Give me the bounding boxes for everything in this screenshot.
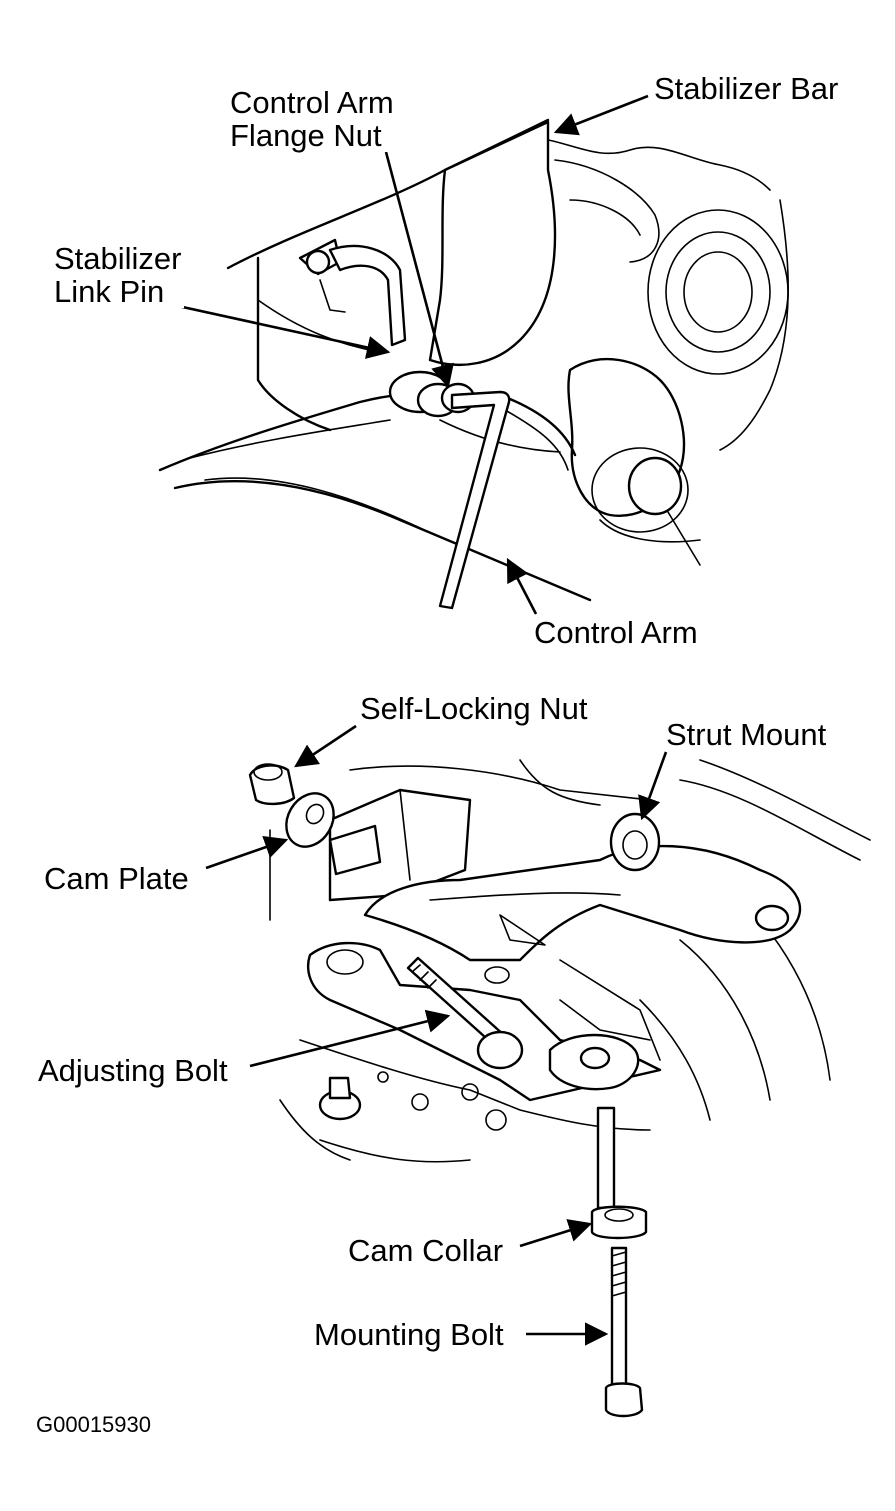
leader-self-locking-nut — [294, 724, 357, 768]
label-cam-plate: Cam Plate — [42, 861, 191, 896]
label-cam-collar: Cam Collar — [346, 1233, 506, 1268]
top-view-drawing — [158, 118, 789, 610]
label-control-arm-flange-nut: Control Arm Flange Nut — [228, 86, 396, 152]
bottom-view-leaders — [205, 724, 668, 1346]
bottom-view-drawing — [248, 759, 871, 1418]
leader-stabilizer-link-pin — [177, 304, 391, 359]
label-control-arm-flange-nut-line2: Flange Nut — [230, 118, 382, 153]
leader-stabilizer-bar — [553, 94, 649, 136]
figure-id: G00015930 — [36, 1412, 151, 1437]
leader-cam-plate — [205, 835, 289, 870]
label-stabilizer-link-pin-line1: Stabilizer — [54, 241, 182, 276]
label-control-arm: Control Arm — [532, 615, 700, 650]
label-mounting-bolt: Mounting Bolt — [312, 1317, 506, 1352]
leader-control-arm — [506, 557, 538, 615]
label-adjusting-bolt: Adjusting Bolt — [36, 1053, 230, 1088]
top-view-leaders — [177, 94, 649, 615]
label-stabilizer-bar: Stabilizer Bar — [652, 71, 841, 106]
label-stabilizer-link-pin-line2: Link Pin — [54, 274, 165, 309]
leader-strut-mount — [638, 751, 668, 821]
label-strut-mount: Strut Mount — [664, 717, 829, 752]
label-stabilizer-link-pin: Stabilizer Link Pin — [52, 242, 184, 308]
leader-control-arm-flange-nut — [384, 151, 454, 389]
label-self-locking-nut: Self-Locking Nut — [358, 691, 590, 726]
leader-cam-collar — [519, 1219, 593, 1248]
leader-adjusting-bolt — [249, 1009, 451, 1068]
label-control-arm-flange-nut-line1: Control Arm — [230, 85, 394, 120]
